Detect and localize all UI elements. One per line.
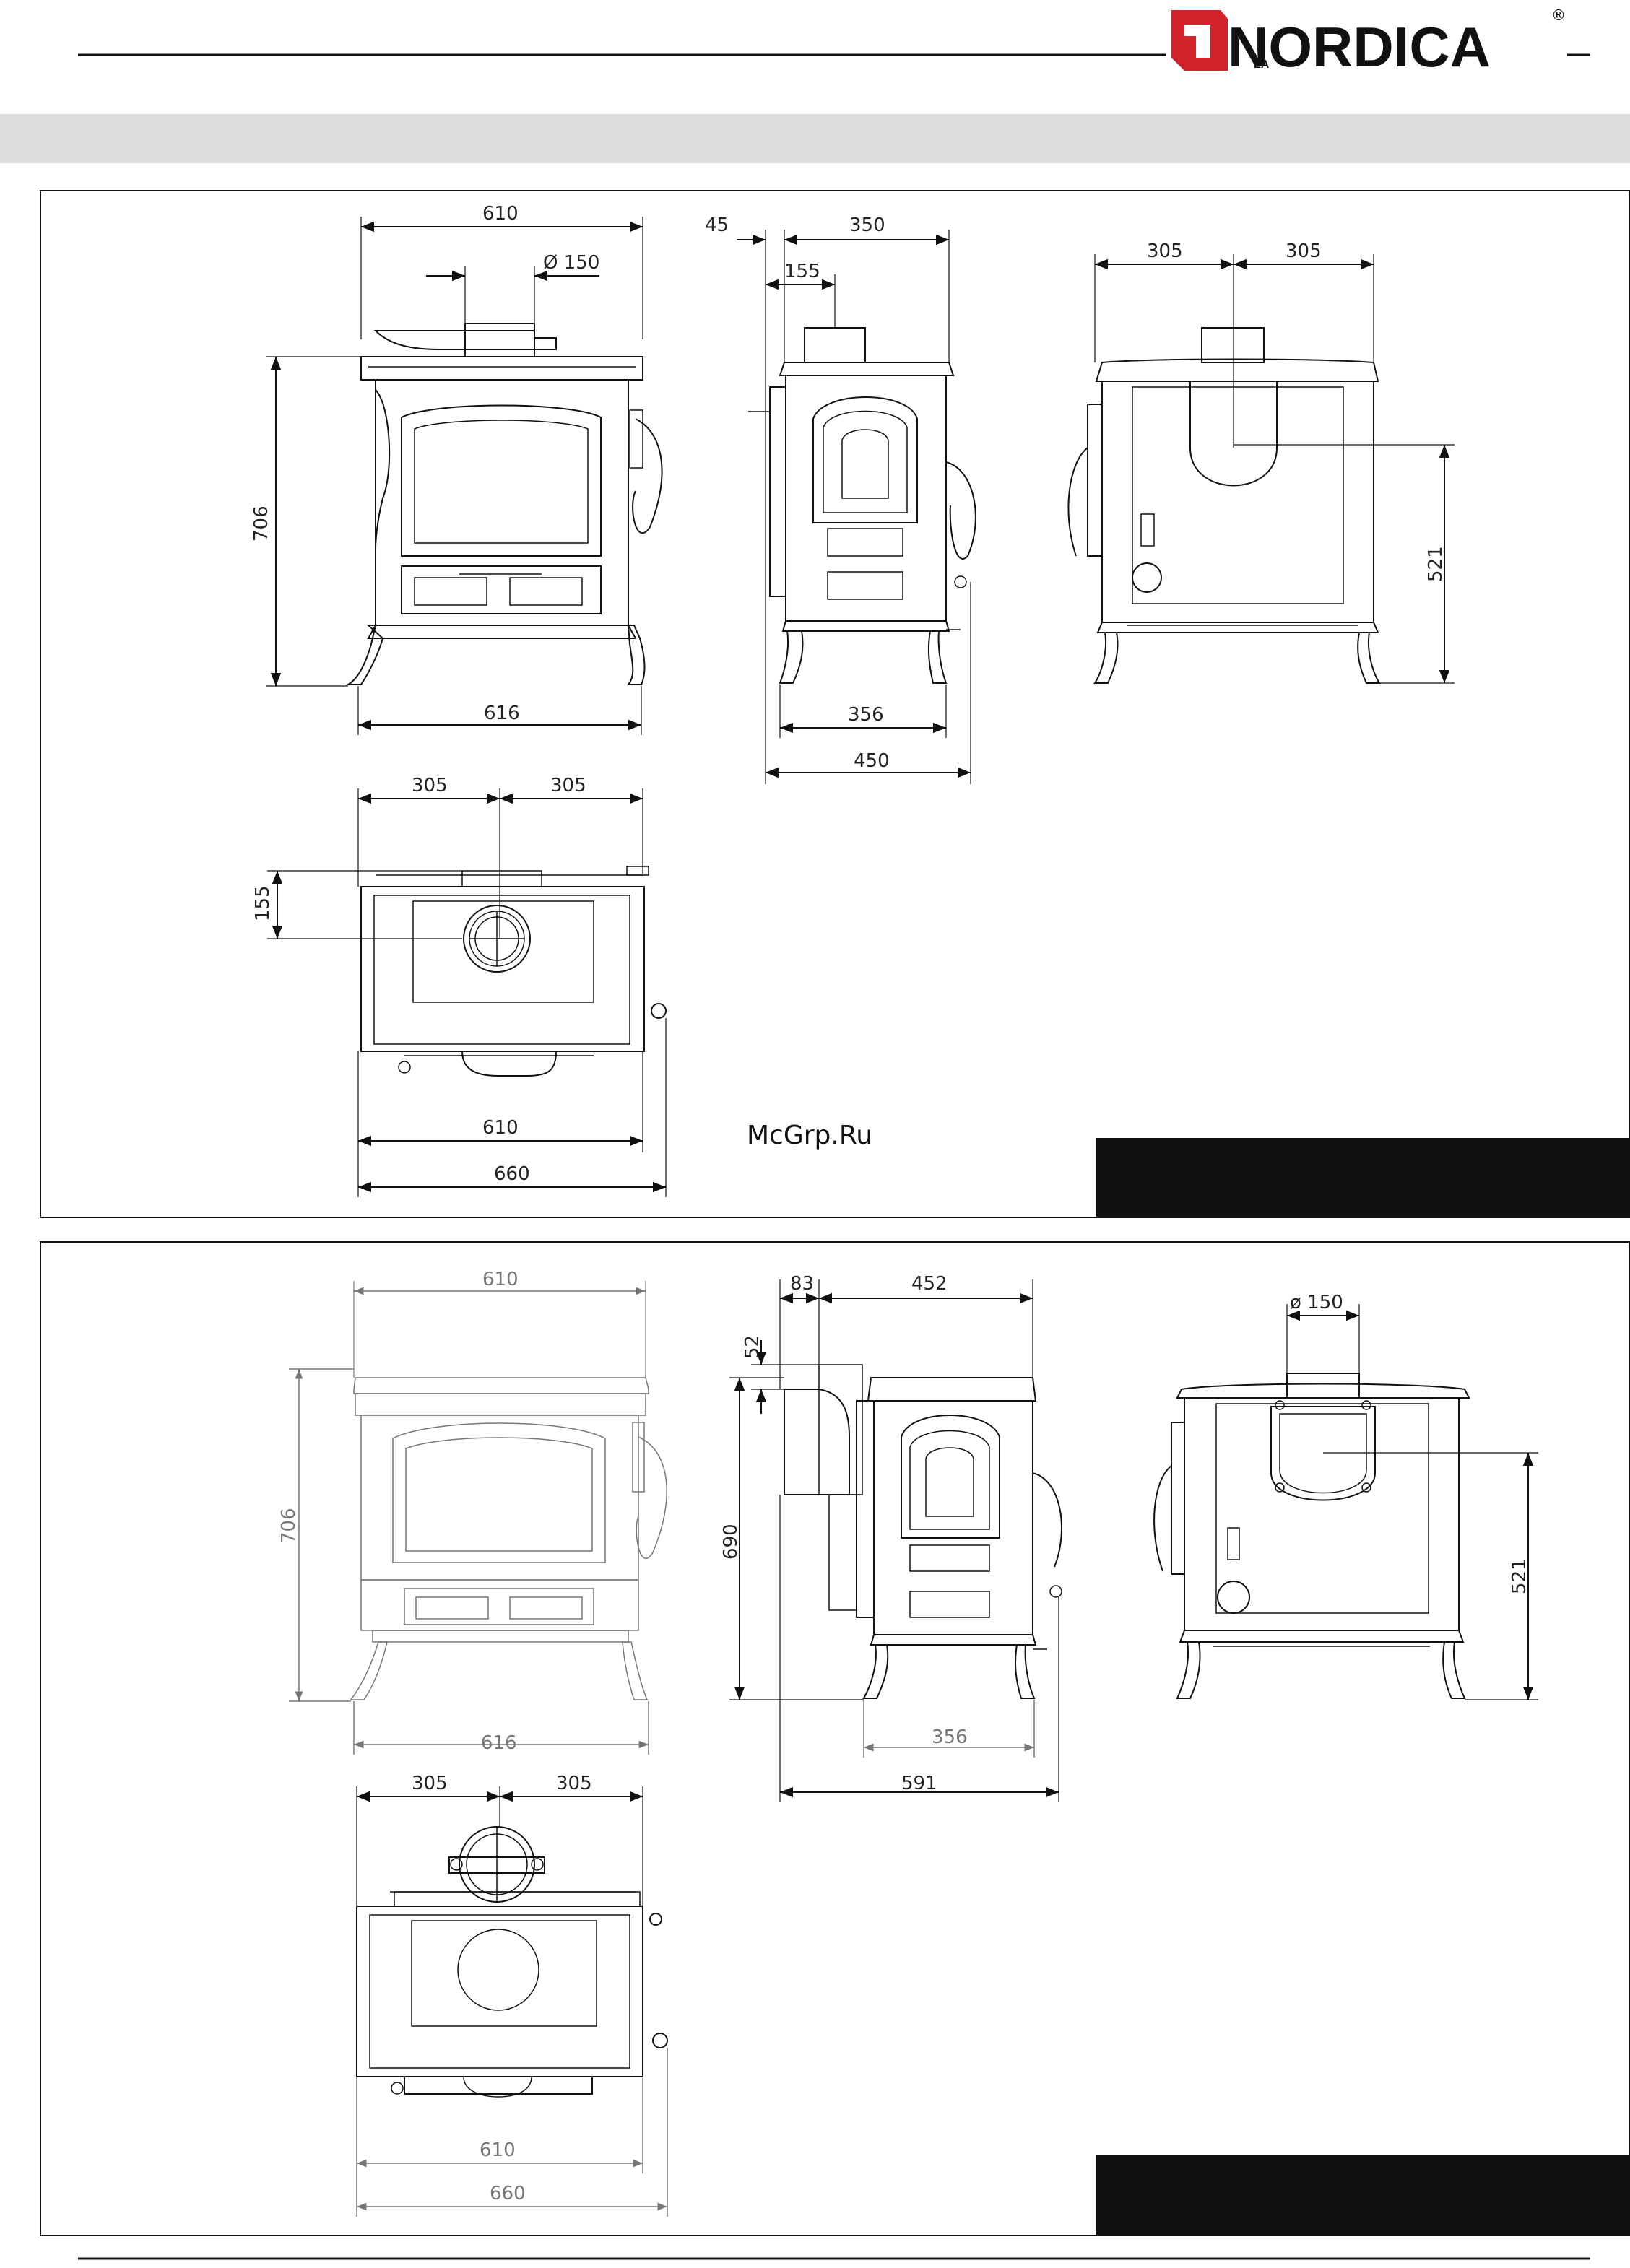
p2-back-view-dimensions: ø 150 521 <box>1287 1292 1538 1700</box>
p2-back-flue-diameter: ø 150 <box>1290 1292 1343 1313</box>
p2-top-view-drawing <box>357 1827 667 2097</box>
p1-side-offset: 45 <box>705 214 729 236</box>
panel-1-model-label-box <box>1096 1138 1629 1217</box>
p1-side-view-drawing <box>748 328 976 683</box>
p1-back-view-drawing <box>1068 328 1379 683</box>
p1-top-view-dimensions: 305 305 155 610 660 <box>252 775 666 1197</box>
panel-2-model-label-box <box>1096 2155 1629 2236</box>
p1-side-depth-total: 450 <box>854 750 890 772</box>
p1-top-view-drawing <box>361 866 666 1076</box>
panel-2-frame <box>40 1242 1629 2236</box>
p2-side-view-dimensions: 83 452 52 690 356 591 <box>720 1273 1059 1802</box>
p2-front-width-feet: 616 <box>481 1732 517 1754</box>
panel-1-frame <box>40 191 1629 1217</box>
panel-2: 610 706 616 <box>40 1242 1629 2236</box>
p2-top-width-total: 660 <box>490 2183 526 2204</box>
p1-top-half-left: 305 <box>412 775 448 796</box>
p2-side-depth-total: 591 <box>901 1773 937 1794</box>
registered-mark: ® <box>1551 6 1566 24</box>
p2-top-width-body: 610 <box>480 2139 516 2161</box>
p2-back-flue-height: 521 <box>1509 1558 1530 1594</box>
p2-front-height: 706 <box>278 1508 300 1544</box>
p2-side-flue-height: 690 <box>720 1524 742 1560</box>
p1-top-width-total: 660 <box>494 1163 530 1185</box>
p1-back-half-left: 305 <box>1147 240 1183 262</box>
p2-front-view-dimensions: 610 706 616 <box>278 1269 649 1755</box>
p2-front-width-top: 610 <box>482 1269 519 1290</box>
p2-side-flue-drop: 52 <box>742 1335 763 1359</box>
brand-logo-prefix: LA <box>1254 58 1270 71</box>
p2-side-offset: 83 <box>790 1273 814 1295</box>
p1-front-flue-diameter: Ø 150 <box>543 252 599 274</box>
p1-top-flue-offset: 155 <box>252 885 274 921</box>
watermark: McGrp.Ru <box>747 1121 872 1150</box>
p2-side-depth-top: 452 <box>911 1273 948 1295</box>
brand-logo: NORDICA LA ® <box>1171 6 1566 79</box>
p2-back-view-drawing <box>1154 1373 1469 1698</box>
page-header: NORDICA LA ® <box>0 6 1630 163</box>
p2-side-depth-feet: 356 <box>932 1726 968 1748</box>
p1-front-view-dimensions: 610 Ø 150 706 616 <box>251 203 643 735</box>
p1-front-width-feet: 616 <box>484 703 520 724</box>
p2-top-half-right: 305 <box>556 1773 592 1794</box>
p1-top-width-body: 610 <box>482 1117 519 1139</box>
header-band <box>0 114 1630 163</box>
p1-back-flue-height: 521 <box>1425 546 1447 582</box>
p1-side-view-dimensions: 45 350 155 356 450 <box>705 214 971 784</box>
p2-top-view-dimensions: 305 305 610 660 <box>357 1773 667 2217</box>
p1-top-half-right: 305 <box>550 775 586 796</box>
p1-front-height: 706 <box>251 505 272 542</box>
p1-side-depth-top: 350 <box>849 214 885 236</box>
p1-back-half-right: 305 <box>1286 240 1322 262</box>
p1-side-depth-feet: 356 <box>848 704 884 726</box>
p1-front-width-top: 610 <box>482 203 519 225</box>
p2-top-half-left: 305 <box>412 1773 448 1794</box>
p1-side-flue-offset: 155 <box>784 261 820 282</box>
p1-front-view-drawing <box>348 323 662 685</box>
panel-1: 610 Ø 150 706 616 <box>40 191 1629 1217</box>
p2-front-view-drawing <box>351 1378 667 1700</box>
p2-side-view-drawing <box>784 1365 1062 1698</box>
